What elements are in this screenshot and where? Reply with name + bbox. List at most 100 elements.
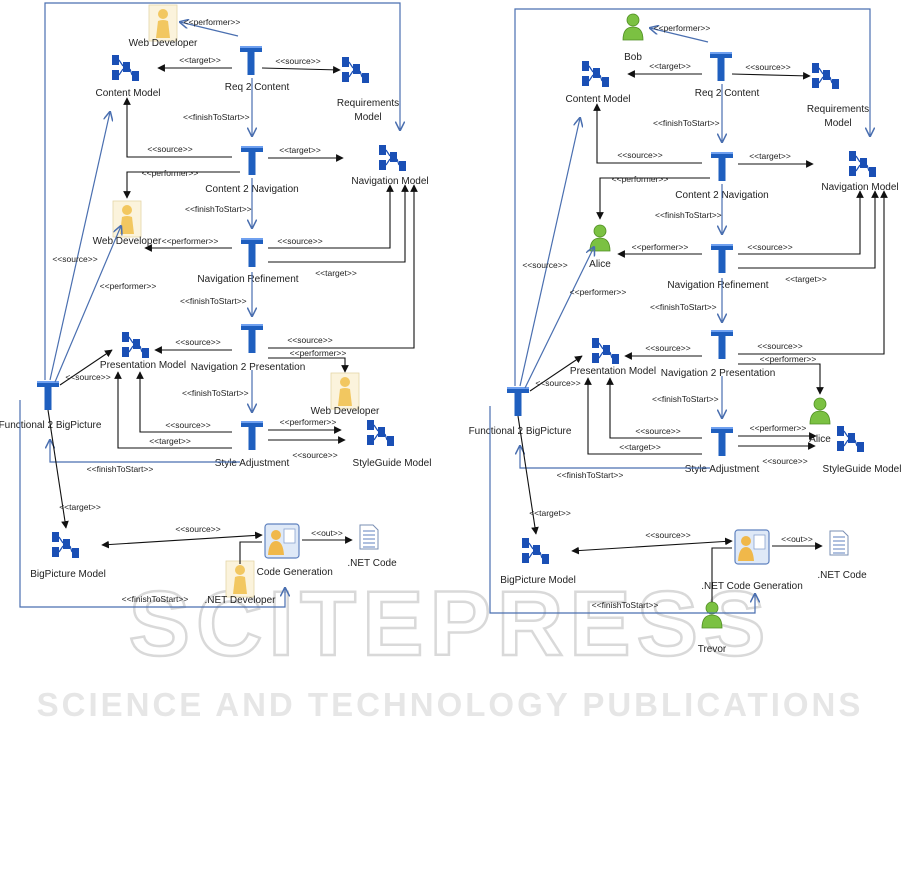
requirements-model-label-2: Model (354, 112, 381, 123)
watermark-line1: SCITEPRESS (129, 573, 772, 675)
edge-fts-style (50, 440, 240, 463)
presentation-model-icon (592, 338, 619, 364)
watermark-line2: SCIENCE AND TECHNOLOGY PUBLICATIONS (37, 686, 864, 723)
stereo-source-content: <<source>> (147, 144, 192, 154)
edge-source-content-f2bp (519, 118, 580, 387)
stereo-source-req: <<source>> (275, 56, 320, 66)
role-person-icon (225, 560, 255, 598)
stereo-source-nav2pres: <<source>> (287, 335, 332, 345)
source-feedback-line (518, 8, 870, 136)
edge-source-nav-ref (738, 190, 864, 255)
content-model-label: Content Model (565, 94, 630, 105)
stereo-performer-style: <<performer>> (280, 417, 337, 427)
stereo-source-bp: <<source>> (645, 530, 690, 540)
edge-source-nav-ref (268, 184, 394, 249)
stereo-performer-f2bp: <<performer>> (100, 281, 157, 291)
performer-top-icon (148, 4, 178, 42)
net-developer-label: Trevor (698, 644, 727, 655)
stereo-target-pres: <<target>> (149, 436, 191, 446)
presentation-model-icon (122, 332, 149, 358)
task-nav-refinement-label: Navigation Refinement (667, 280, 768, 291)
stereo-target-nav-ref: <<target>> (785, 274, 827, 284)
stereo-performer-bottom: <<performer>> (760, 354, 817, 364)
edge-source-bp (101, 531, 263, 549)
edge-source-f2bp (59, 349, 113, 386)
bigpicture-model-label: BigPicture Model (30, 569, 106, 580)
task-style-adjustment-label: Style Adjustment (685, 464, 760, 475)
requirements-model-label-1: Requirements (807, 104, 869, 115)
stereo-fts-4: <<finishToStart>> (652, 394, 719, 404)
edge-fts-style (520, 446, 710, 469)
stereo-fts-3: <<finishToStart>> (180, 296, 247, 306)
stereo-source-style: <<source>> (762, 456, 807, 466)
edge-source-req (261, 65, 341, 74)
presentation-model-label: Presentation Model (100, 360, 186, 371)
task-style-adjustment-label: Style Adjustment (215, 458, 290, 469)
content-model-icon (112, 55, 139, 81)
stereo-target-content: <<target>> (649, 61, 691, 71)
stereo-source-nav-ref: <<source>> (747, 242, 792, 252)
person-icon (809, 397, 831, 425)
task-req2content-label: Req 2 Content (225, 82, 290, 93)
content-model-label: Content Model (95, 88, 160, 99)
stereo-source-pres: <<source>> (645, 343, 690, 353)
watermark: SCITEPRESS SCIENCE AND TECHNOLOGY PUBLIC… (37, 572, 864, 723)
net-codegen-icon (264, 523, 300, 559)
edge-performer-bottom (738, 363, 824, 395)
edge-source-content (593, 103, 702, 164)
edge-source-nav2pres (738, 190, 888, 355)
stereo-target-nav: <<target>> (279, 145, 321, 155)
stereo-performer-top: <<performer>> (184, 17, 241, 27)
stereo-source-bp: <<source>> (175, 524, 220, 534)
edge-performer-net (239, 541, 262, 564)
stereo-target-bp: <<target>> (59, 502, 101, 512)
net-code-label: .NET Code (347, 558, 397, 569)
presentation-model-label: Presentation Model (570, 366, 656, 377)
edge-source-content (123, 97, 232, 158)
edge-performer-f2bp (54, 226, 121, 383)
edge-target-nav-ref (268, 184, 409, 263)
stereo-target-pres: <<target>> (619, 442, 661, 452)
styleguide-model-label: StyleGuide Model (823, 464, 901, 475)
performer-top-icon (622, 13, 644, 41)
stereo-source-pres-2: <<source>> (165, 420, 210, 430)
bigpicture-model-label: BigPicture Model (500, 575, 576, 586)
requirements-model-icon (812, 63, 839, 89)
net-developer-label: .NET Developer (205, 595, 277, 606)
edge-source-nav2pres (268, 184, 418, 349)
edge-performer-bottom (268, 357, 349, 373)
edge-performer-top (180, 22, 239, 37)
person-icon (701, 601, 723, 629)
stereo-fts-bp: <<finishToStart>> (592, 600, 659, 610)
navigation-model-icon (849, 151, 876, 177)
stereo-performer-f2bp: <<performer>> (570, 287, 627, 297)
edge-performer-net (711, 547, 732, 602)
edge-target-pres (584, 377, 702, 455)
net-codegen-label: .NET Code Generation (231, 567, 333, 578)
stereo-performer-style: <<performer>> (750, 423, 807, 433)
stereo-performer-mid: <<performer>> (142, 168, 199, 178)
stereo-fts-3: <<finishToStart>> (650, 302, 717, 312)
navigation-model-label: Navigation Model (821, 182, 898, 193)
role-person-icon (330, 372, 360, 410)
stereo-source-content-f2bp: <<source>> (52, 254, 97, 264)
stereo-fts-4: <<finishToStart>> (182, 388, 249, 398)
net-codegen-label: .NET Code Generation (701, 581, 803, 592)
net-code-icon (359, 524, 379, 550)
stereo-source-pres: <<source>> (175, 337, 220, 347)
performer-bottom-label: Web Developer (311, 406, 380, 417)
styleguide-model-icon (837, 426, 864, 452)
stereo-target-nav-ref: <<target>> (315, 268, 357, 278)
stereo-performer-bottom: <<performer>> (290, 348, 347, 358)
task-style-adjustment-icon (711, 427, 733, 456)
edge-performer-f2bp (524, 247, 594, 389)
performer-top-label: Bob (624, 52, 642, 63)
task-content2nav-icon (711, 152, 733, 181)
task-nav2pres-icon (241, 324, 263, 353)
edge-target-bp (47, 409, 69, 529)
bigpicture-model-icon (52, 532, 79, 558)
task-req2content-icon (710, 52, 732, 81)
